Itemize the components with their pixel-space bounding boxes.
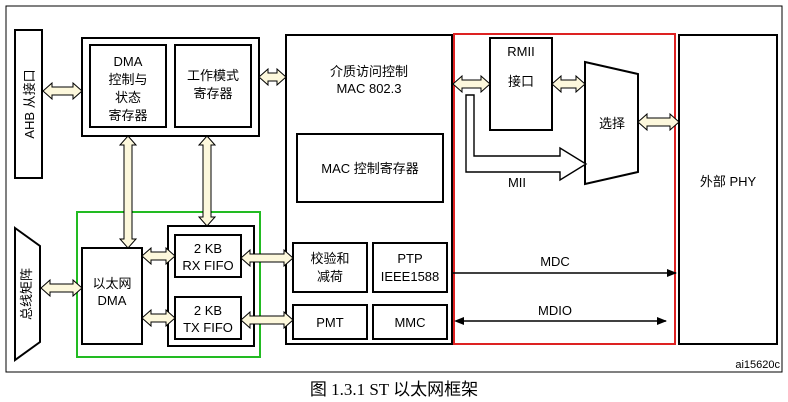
tx-fifo-label-2: TX FIFO — [183, 320, 233, 335]
checksum-label-2: 减荷 — [317, 269, 343, 284]
pmt-box — [292, 304, 368, 340]
rx-fifo-label-2: RX FIFO — [182, 258, 233, 273]
ptp-box — [372, 242, 448, 293]
ahb-to-dma-arrow — [42, 81, 83, 101]
rx-fifo-label-1: 2 KB — [194, 241, 222, 256]
op-mode-label-2: 寄存器 — [193, 86, 232, 101]
ptp-label-1: PTP — [397, 251, 422, 266]
tx-fifo-to-mac-arrow — [240, 310, 294, 330]
figure-id-label: ai15620c — [735, 359, 780, 371]
op-mode-label-1: 工作模式 — [187, 68, 239, 83]
select-label: 选择 — [599, 116, 625, 131]
dma-control-label-2: 控制与 — [108, 72, 147, 87]
select-mux-shape — [584, 60, 639, 186]
dma-group-to-mac-arrow — [258, 67, 287, 87]
ethernet-dma-label-1: 以太网 — [92, 276, 131, 291]
bus-matrix-label: 总线矩阵 — [19, 268, 34, 320]
op-mode-to-fifo-arrow — [197, 135, 217, 227]
mac-control-register-label: MAC 控制寄存器 — [321, 161, 419, 176]
mii-path-arrow-shaft — [465, 94, 588, 182]
ethernet-dma-label-2: DMA — [98, 293, 127, 308]
dma-control-label-4: 寄存器 — [108, 108, 147, 123]
dma-control-status-box — [89, 44, 167, 128]
mmc-box — [372, 304, 448, 340]
ethernet-block-diagram: AHB 从接口 总线矩阵 DMA 控制与 状态 寄存器 工作模式 寄存器 以太网… — [5, 5, 783, 373]
op-mode-register-box — [174, 44, 252, 128]
external-phy-label: 外部 PHY — [700, 174, 757, 189]
ptp-label-2: IEEE1588 — [381, 269, 440, 284]
rmii-box — [489, 37, 553, 131]
matrix-to-eth-dma-arrow — [40, 278, 83, 298]
mdio-label: MDIO — [538, 303, 572, 318]
mii-label: MII — [508, 175, 526, 190]
checksum-box — [292, 242, 368, 293]
eth-dma-to-tx-fifo-arrow — [141, 308, 176, 328]
checksum-label-1: 校验和 — [310, 251, 349, 266]
mac-control-register-box — [296, 133, 444, 203]
figure-caption: 图 1.3.1 ST 以太网框架 — [309, 380, 479, 399]
pmt-label: PMT — [316, 315, 344, 330]
mac-label-1: 介质访问控制 — [330, 64, 408, 79]
rx-fifo-box — [174, 234, 242, 278]
rmii-to-select-arrow — [551, 74, 586, 94]
external-phy-box — [678, 34, 778, 345]
dma-control-label-3: 状态 — [115, 90, 141, 105]
mac-label-2: MAC 802.3 — [336, 81, 401, 96]
rmii-label-1: RMII — [507, 44, 534, 59]
select-to-phy-arrow — [637, 112, 680, 132]
rmii-label-2: 接口 — [508, 74, 534, 89]
mac-to-rmii-arrow — [452, 74, 491, 94]
ethernet-dma-box — [81, 247, 143, 345]
bus-matrix-shape — [14, 226, 41, 362]
mdio-arrow-left-head — [454, 317, 464, 325]
outer-frame — [5, 5, 783, 373]
bus-arrows — [40, 67, 680, 330]
ahb-slave-box — [14, 29, 43, 179]
tx-fifo-label-1: 2 KB — [194, 303, 222, 318]
dma-control-to-eth-dma-arrow — [118, 135, 138, 249]
mmc-label: MMC — [394, 315, 425, 330]
rx-fifo-to-mac-arrow — [240, 248, 294, 268]
red-region — [453, 33, 676, 345]
mdc-label: MDC — [540, 254, 570, 269]
ahb-slave-label: AHB 从接口 — [22, 69, 37, 138]
eth-dma-to-rx-fifo-arrow — [141, 246, 176, 266]
dma-control-label-1: DMA — [114, 54, 143, 69]
